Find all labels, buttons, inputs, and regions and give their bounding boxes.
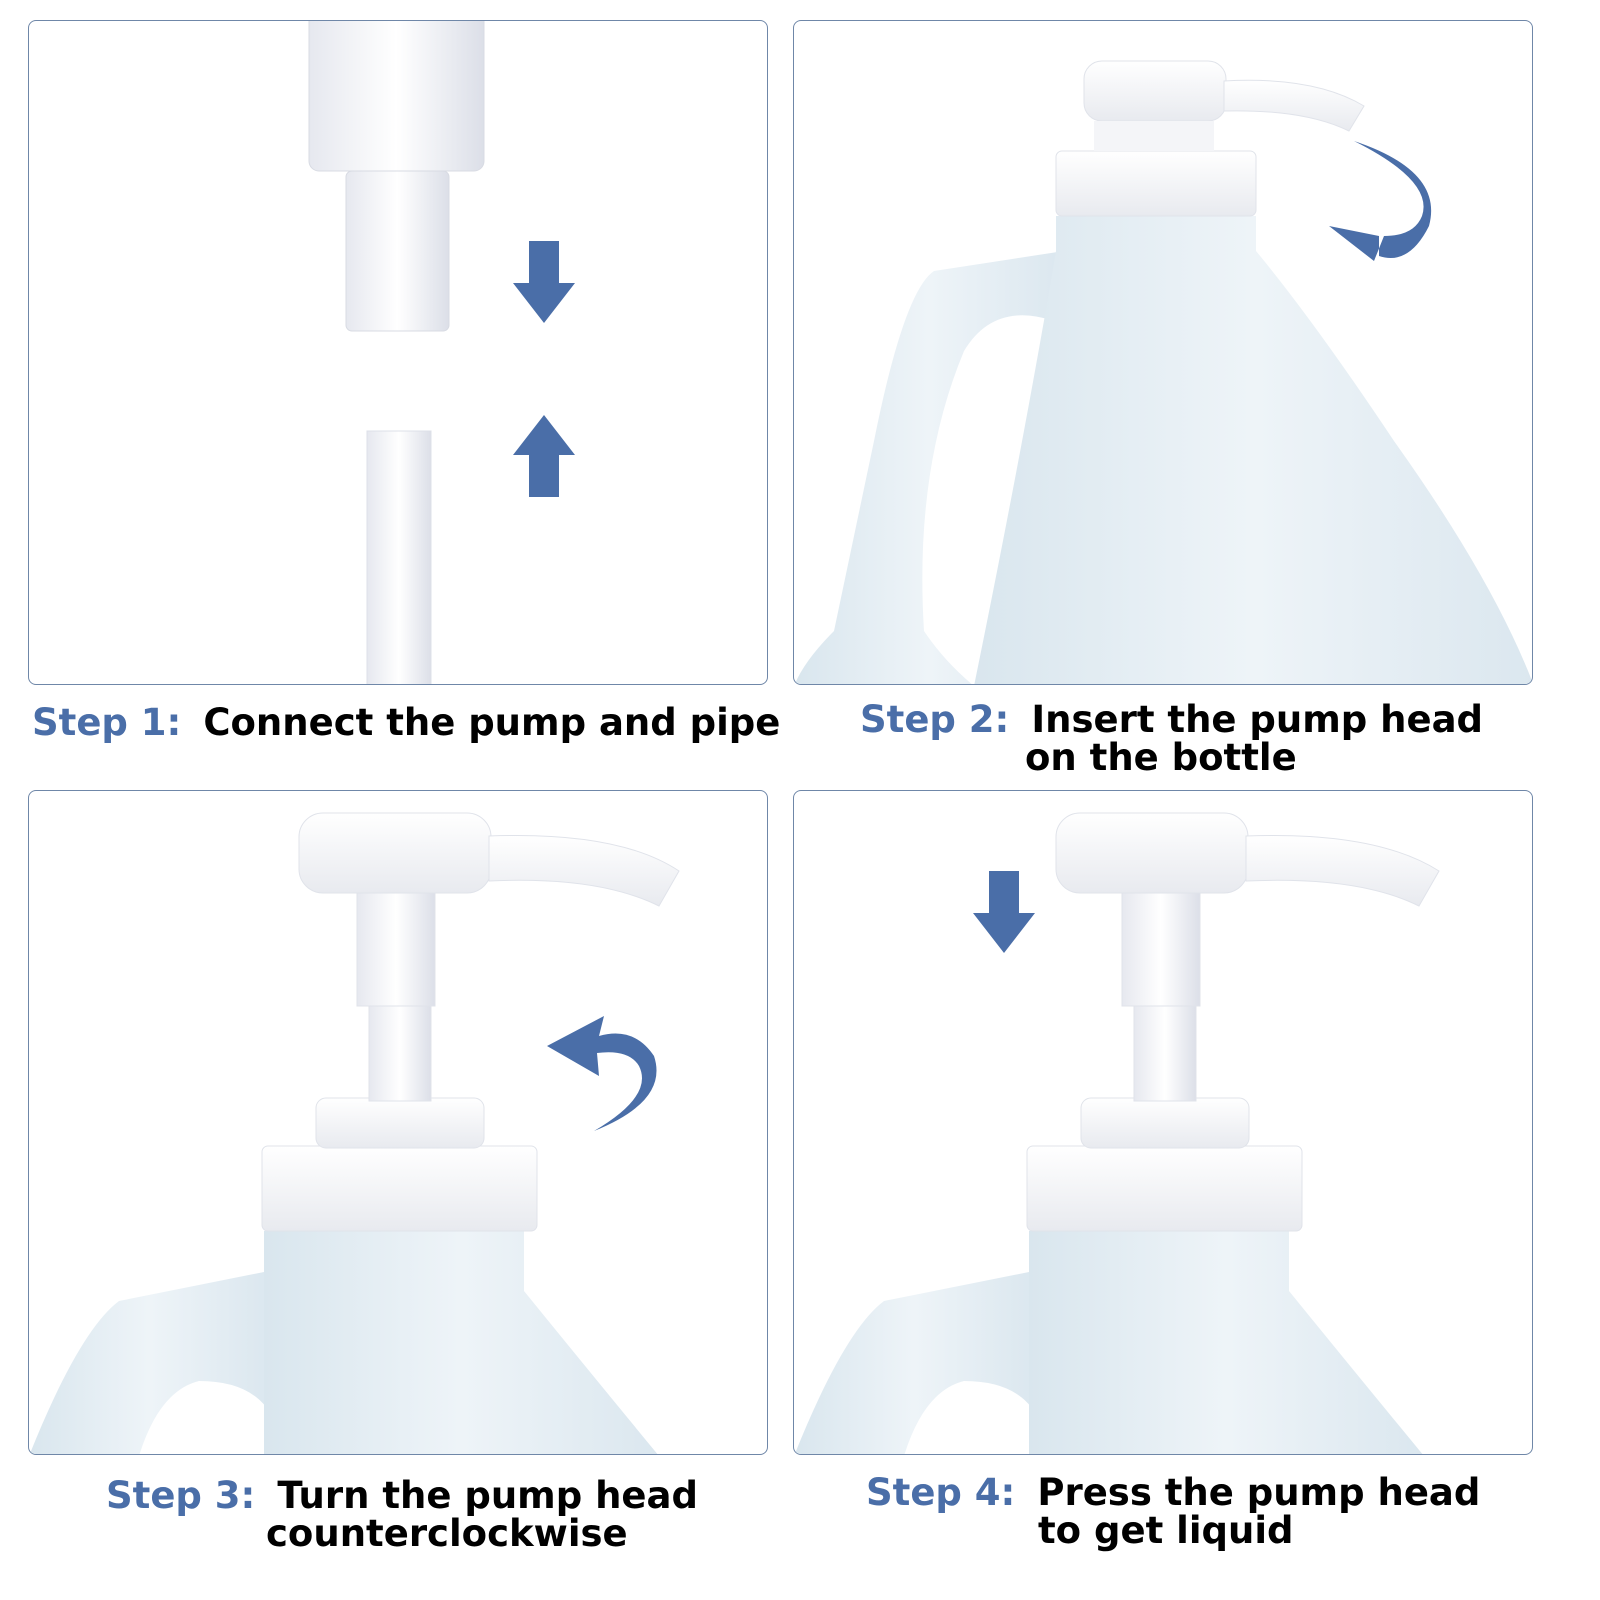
pipe — [366, 430, 432, 684]
bottle-cap-ring — [1026, 1145, 1303, 1232]
pump-head — [1083, 60, 1227, 122]
step2-image-panel — [793, 20, 1533, 685]
step4-caption: Step 4: Press the pump head to get liquid — [866, 1474, 1480, 1550]
pump-head — [1055, 812, 1249, 894]
pump-stem — [368, 1005, 432, 1102]
step-label: Step 2: — [860, 698, 1010, 741]
pump-collar — [315, 1097, 485, 1149]
pump-body — [308, 21, 485, 172]
step-label: Step 4: — [866, 1471, 1016, 1514]
step1-image-panel — [28, 20, 768, 685]
arrow-up-icon — [513, 415, 575, 497]
step-label: Step 1: — [32, 701, 182, 744]
step-text: Connect the pump and pipe — [203, 701, 781, 744]
step-text-line2: counterclockwise — [266, 1512, 628, 1555]
bottle-body — [1029, 1231, 1423, 1454]
step3-caption: Step 3: Turn the pump head counterclockwi… — [106, 1477, 698, 1553]
bottle-handle — [794, 251, 1064, 684]
bottle-cap-ring — [261, 1145, 538, 1232]
clockwise-arrow-icon — [1329, 141, 1432, 261]
bottle-handle — [794, 1271, 1034, 1454]
step1-caption: Step 1: Connect the pump and pipe — [32, 704, 780, 742]
step4-image-panel — [793, 790, 1533, 1455]
pump-stem — [1133, 1005, 1197, 1102]
step-text-line2: on the bottle — [1025, 736, 1297, 779]
bottle-body — [974, 216, 1532, 684]
pump-spout — [1223, 79, 1365, 132]
step-label: Step 3: — [106, 1474, 256, 1517]
counterclockwise-arrow-icon — [547, 1016, 657, 1131]
bottle-body — [264, 1231, 658, 1454]
step-text: Insert the pump head — [1031, 698, 1484, 741]
step-text-line2: to get liquid — [1038, 1509, 1294, 1552]
pump-head — [298, 812, 492, 894]
pump-connector — [345, 170, 450, 332]
bottle-cap-ring — [1055, 150, 1257, 217]
step3-image-panel — [28, 790, 768, 1455]
step-text: Turn the pump head — [277, 1474, 698, 1517]
pump-spout — [488, 834, 680, 907]
pump-collar — [1080, 1097, 1250, 1149]
arrow-down-icon — [513, 241, 575, 323]
arrow-down-icon — [973, 871, 1035, 953]
pump-spout — [1245, 834, 1440, 907]
step2-caption: Step 2: Insert the pump head on the bottl… — [860, 701, 1483, 777]
step-text: Press the pump head — [1037, 1471, 1481, 1514]
bottle-handle — [29, 1271, 269, 1454]
